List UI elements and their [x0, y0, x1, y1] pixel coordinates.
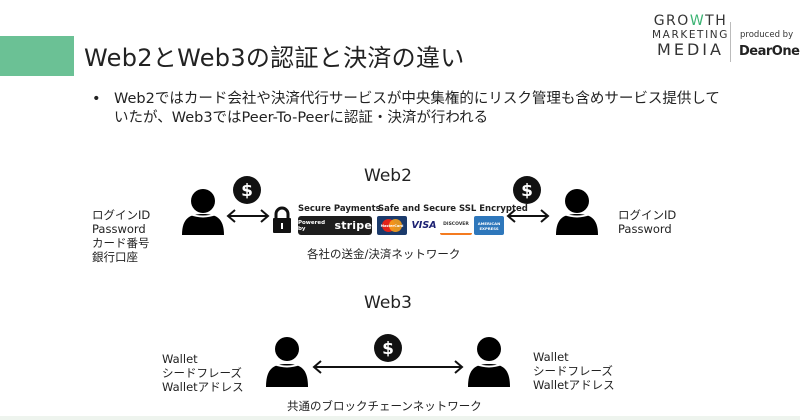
dollar-coin-icon: $ — [232, 175, 262, 205]
double-arrow-icon — [226, 208, 270, 224]
produced-by-text: produced by — [740, 30, 794, 40]
growth-marketing-media-logo: GROWTH MARKETING MEDIA produced by DearO… — [600, 8, 800, 64]
web3-network-caption: 共通のブロックチェーンネットワーク — [287, 399, 482, 413]
logo-growth-suffix: TH — [705, 13, 728, 29]
label-login-id: ログインID — [92, 208, 151, 222]
secure-payments-text: Secure Payments — [298, 204, 381, 214]
web2-left-user-labels: ログインID Password カード番号 銀行口座 — [92, 208, 150, 264]
footer-band — [0, 416, 800, 420]
logo-growth-w: W — [689, 13, 706, 29]
coin-symbol: $ — [241, 181, 253, 201]
label-bank-account: 銀行口座 — [92, 250, 138, 264]
logo-divider — [730, 22, 731, 62]
amex-logo: AMERICAN EXPRESS — [474, 216, 504, 235]
page-title: Web2とWeb3の認証と決済の違い — [84, 44, 465, 72]
web2-right-user-labels: ログインID Password — [618, 208, 676, 236]
label-wallet: Wallet — [162, 352, 198, 366]
bullet-text: Web2ではカード会社や決済代行サービスが中央集権的にリスク管理も含めサービス提… — [114, 91, 720, 126]
logo-growth-prefix: GRO — [653, 13, 690, 29]
label-wallet-address: Walletアドレス — [533, 378, 615, 392]
logo-marketing: MARKETING — [652, 29, 729, 41]
bullet-marker: • — [92, 91, 101, 107]
dearone-logo: DearOne — [739, 44, 800, 59]
ssl-encrypted-text: Safe and Secure SSL Encrypted — [378, 204, 528, 214]
user-icon — [466, 336, 512, 388]
web3-right-user-labels: Wallet シードフレーズ Walletアドレス — [533, 350, 615, 392]
mastercard-label: MasterCard — [380, 223, 404, 228]
powered-by-stripe-badge: Powered by stripe — [298, 216, 372, 235]
web3-left-user-labels: Wallet シードフレーズ Walletアドレス — [162, 352, 244, 394]
dollar-coin-icon: $ — [512, 175, 542, 205]
long-double-arrow-icon — [312, 359, 464, 375]
label-password: Password — [92, 222, 146, 236]
label-seed-phrase: シードフレーズ — [533, 364, 613, 378]
web2-network-caption: 各社の送金/決済ネットワーク — [307, 247, 461, 261]
coin-symbol: $ — [521, 181, 533, 201]
gmm-wordmark: GROWTH MARKETING MEDIA — [652, 14, 729, 58]
label-login-id: ログインID — [618, 208, 677, 222]
stripe-logo: stripe — [334, 219, 372, 232]
web2-title: Web2 — [364, 166, 412, 186]
label-seed-phrase: シードフレーズ — [162, 366, 242, 380]
double-arrow-icon — [506, 208, 550, 224]
discover-logo: DISCOVER — [440, 216, 472, 235]
user-icon — [180, 188, 226, 236]
user-icon — [554, 188, 600, 236]
lock-icon — [272, 206, 292, 234]
coin-symbol: $ — [382, 339, 394, 359]
label-wallet: Wallet — [533, 350, 569, 364]
user-icon — [264, 336, 310, 388]
label-wallet-address: Walletアドレス — [162, 380, 244, 394]
label-card-number: カード番号 — [92, 236, 150, 250]
logo-media: MEDIA — [657, 39, 724, 59]
label-password: Password — [618, 222, 672, 236]
dollar-coin-icon: $ — [373, 333, 403, 363]
title-accent-bar — [0, 36, 74, 76]
mastercard-logo: MasterCard — [377, 216, 407, 235]
visa-logo: VISA — [409, 216, 439, 235]
web3-title: Web3 — [364, 293, 412, 313]
powered-by-text: Powered by — [298, 219, 326, 232]
